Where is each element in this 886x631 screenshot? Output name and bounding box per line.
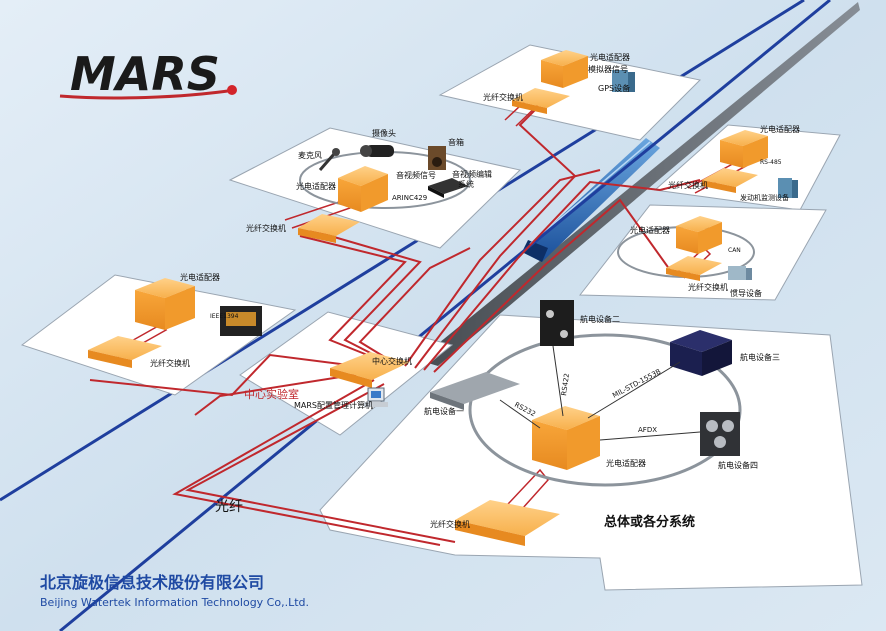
label-sim-signal: 模拟器信号 (588, 64, 628, 74)
label-avionics-3: 航电设备三 (740, 352, 780, 362)
avionics-4-icon (700, 412, 740, 456)
label-microphone: 麦克风 (298, 150, 322, 160)
label-av-control: 音视频编辑 (452, 169, 492, 179)
eo-adapter-system (532, 406, 600, 470)
label-gps-device: GPS设备 (598, 83, 630, 93)
label-eo-adapter-1394: 光电适配器 (180, 272, 220, 282)
railway-track (418, 2, 860, 366)
system-bus-links (499, 345, 701, 441)
fiber-switch-engine (702, 168, 758, 193)
label-mars-computer: MARS配置管理计算机 (294, 400, 373, 410)
platform-gps (438, 44, 702, 141)
label-central-switch: 中心交换机 (372, 356, 412, 366)
label-engine-monitor: 发动机监测设备 (740, 193, 789, 202)
nav-device-icon (728, 266, 752, 280)
label-fiber-switch-nav: 光纤交换机 (688, 282, 728, 292)
label-rs422: RS422 (560, 373, 571, 397)
label-can: CAN (728, 247, 741, 254)
label-afdx: AFDX (638, 426, 657, 434)
label-camera: 摄像头 (372, 128, 396, 138)
company-name-cn: 北京旋极信息技术股份有限公司 (40, 573, 264, 592)
label-eo-adapter-gps: 光电适配器 (590, 52, 630, 62)
avionics-1-icon (430, 372, 520, 410)
engine-monitor-icon (778, 178, 798, 198)
label-avionics-2: 航电设备二 (580, 314, 620, 324)
label-optical-fiber: 光纤 (215, 499, 243, 515)
label-fiber-switch-1394: 光纤交换机 (150, 358, 190, 368)
company-name-en: Beijing Watertek Information Technology … (40, 596, 309, 609)
label-rs485: RS-485 (760, 159, 782, 166)
label-ieee1394: IEEE1394 (210, 313, 239, 320)
label-av-signal: 音视频信号 (396, 170, 436, 180)
system-ring (468, 333, 742, 487)
label-eo-adapter-av: 光电适配器 (296, 181, 336, 191)
label-fiber-switch-gps: 光纤交换机 (483, 92, 523, 102)
mars-logo-text: MARS (70, 47, 220, 101)
label-avionics-1: 航电设备一 (424, 406, 464, 416)
gps-device-icon (612, 70, 635, 92)
label-avionics-4: 航电设备四 (718, 460, 758, 470)
speaker-icon (428, 146, 446, 170)
eo-adapter-av (338, 166, 388, 212)
fiber-switch-1394 (88, 336, 162, 368)
fiber-switch-gps (512, 88, 570, 114)
label-fiber-switch-av: 光纤交换机 (246, 223, 286, 233)
microphone-icon (318, 148, 340, 171)
computer-icon (364, 387, 388, 407)
label-system-title: 总体或各分系统 (604, 514, 695, 530)
label-eo-adapter-nav: 光电适配器 (630, 225, 670, 235)
avionics-2-icon (540, 300, 574, 346)
red-fiber-routes (89, 109, 701, 546)
mixer-icon (428, 178, 468, 198)
label-fiber-switch-engine: 光纤交换机 (668, 180, 708, 190)
fiber-switch-av (298, 214, 360, 243)
fiber-switch-nav (666, 256, 722, 281)
central-switch (330, 352, 410, 388)
fiber-switch-system (455, 500, 560, 546)
camera-icon (360, 145, 394, 157)
eo-adapter-engine (720, 130, 768, 168)
label-central-lab: 中心实验室 (244, 387, 299, 401)
label-av-control2: 系统 (458, 179, 474, 189)
eo-adapter-nav (676, 216, 722, 254)
mars-logo: MARS (59, 47, 237, 101)
label-speaker: 音箱 (448, 137, 464, 147)
label-nav-device: 惯导设备 (730, 288, 762, 298)
avionics-3-icon (670, 330, 732, 376)
label-eo-adapter-system: 光电适配器 (606, 458, 646, 468)
eo-adapter-1394 (135, 278, 195, 330)
eo-adapter-gps (541, 50, 588, 88)
label-eo-adapter-engine: 光电适配器 (760, 124, 800, 134)
blue-fiber-line-2 (59, 0, 831, 631)
label-fiber-switch-system: 光纤交换机 (430, 519, 470, 529)
label-arinc429: ARINC429 (392, 194, 427, 202)
ieee1394-device-icon (220, 306, 262, 336)
